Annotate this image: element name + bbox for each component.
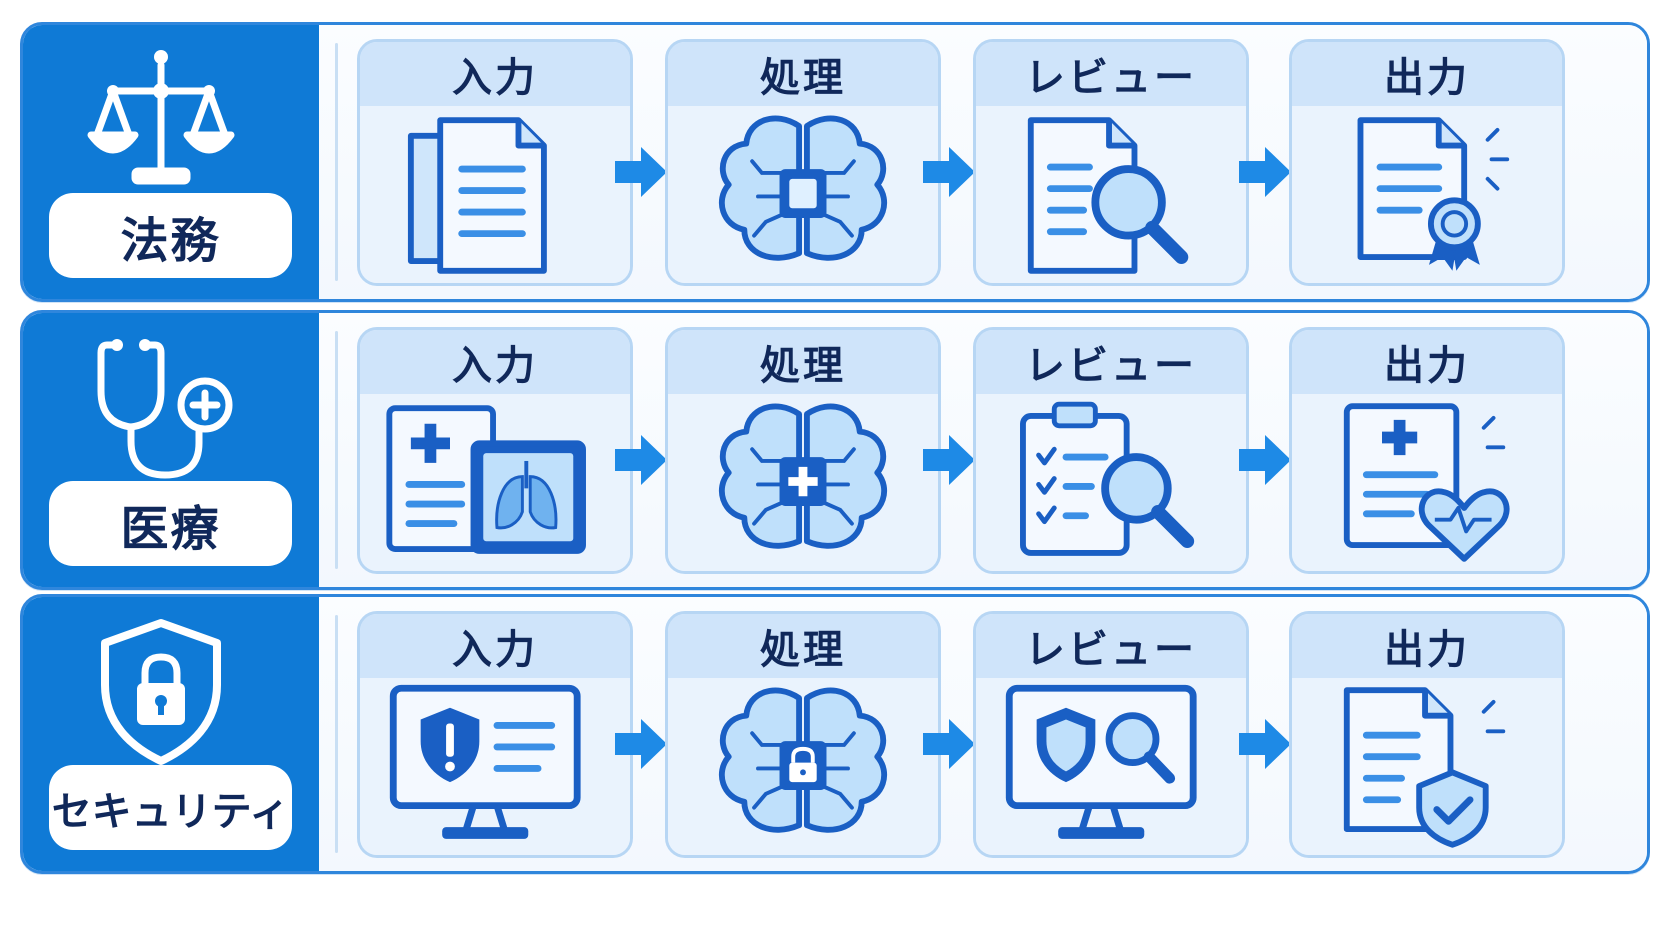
workflow-row-security: セキュリティ 入力 <box>20 594 1650 874</box>
step-title: 処理 <box>668 330 938 394</box>
step-title: 処理 <box>668 42 938 106</box>
step-card-input: 入力 <box>357 39 633 286</box>
step-track: 入力 処理 <box>319 597 1647 871</box>
track-divider <box>335 331 338 569</box>
step-title: 入力 <box>360 42 630 106</box>
workflow-row-medical: 医療 入力 <box>20 310 1650 590</box>
arrow-right-icon <box>615 719 667 769</box>
step-title: レビュー <box>976 614 1246 678</box>
step-body <box>976 394 1246 571</box>
step-body <box>360 106 630 283</box>
arrow-right-icon <box>1239 147 1291 197</box>
documents-icon <box>407 117 547 274</box>
monitor-shield-scan-icon <box>1005 684 1197 839</box>
track-divider <box>335 615 338 853</box>
stethoscope-icon <box>97 339 233 479</box>
step-title: レビュー <box>976 330 1246 394</box>
clipboard-magnifier-icon <box>1020 401 1195 556</box>
step-body <box>668 394 938 571</box>
domain-panel-security: セキュリティ <box>23 597 319 871</box>
step-card-review: レビュー <box>973 39 1249 286</box>
step-body <box>360 678 630 855</box>
step-body <box>976 678 1246 855</box>
document-shield-check-icon <box>1343 687 1506 848</box>
document-magnifier-icon <box>1027 117 1189 274</box>
workflow-row-legal: 法務 入力 <box>20 22 1650 302</box>
arrow-right-icon <box>615 147 667 197</box>
step-card-input: 入力 <box>357 611 633 858</box>
step-card-processing: 処理 <box>665 327 941 574</box>
arrow-right-icon <box>923 147 975 197</box>
domain-panel-medical: 医療 <box>23 313 319 587</box>
domain-label: 法務 <box>49 193 292 278</box>
track-divider <box>335 43 338 281</box>
step-title: レビュー <box>976 42 1246 106</box>
arrow-right-icon <box>615 435 667 485</box>
step-title: 入力 <box>360 330 630 394</box>
medical-report-heart-icon <box>1343 403 1510 562</box>
arrow-right-icon <box>923 435 975 485</box>
step-card-output: 出力 <box>1289 611 1565 858</box>
arrow-right-icon <box>1239 435 1291 485</box>
step-card-output: 出力 <box>1289 39 1565 286</box>
domain-panel-legal: 法務 <box>23 25 319 299</box>
step-body <box>668 106 938 283</box>
step-track: 入力 <box>319 313 1647 587</box>
step-card-output: 出力 <box>1289 327 1565 574</box>
step-title: 出力 <box>1292 330 1562 394</box>
step-body <box>1292 678 1562 855</box>
brain-chip-icon <box>718 115 888 261</box>
step-title: 出力 <box>1292 42 1562 106</box>
step-title: 出力 <box>1292 614 1562 678</box>
shield-lock-icon <box>101 619 221 765</box>
step-body <box>668 678 938 855</box>
certificate-icon <box>1357 117 1510 271</box>
scales-icon <box>87 50 235 185</box>
arrow-right-icon <box>923 719 975 769</box>
step-body <box>976 106 1246 283</box>
brain-medical-icon <box>718 403 888 549</box>
step-card-review: レビュー <box>973 611 1249 858</box>
step-title: 入力 <box>360 614 630 678</box>
domain-label: 医療 <box>49 481 292 566</box>
step-card-review: レビュー <box>973 327 1249 574</box>
domain-label: セキュリティ <box>49 765 292 850</box>
medical-record-xray-icon <box>386 405 586 554</box>
step-track: 入力 <box>319 25 1647 299</box>
brain-lock-icon <box>718 687 888 833</box>
monitor-alert-icon <box>389 684 581 839</box>
step-title: 処理 <box>668 614 938 678</box>
step-body <box>360 394 630 571</box>
step-card-input: 入力 <box>357 327 633 574</box>
step-body <box>1292 394 1562 571</box>
step-card-processing: 処理 <box>665 39 941 286</box>
arrow-right-icon <box>1239 719 1291 769</box>
step-card-processing: 処理 <box>665 611 941 858</box>
step-body <box>1292 106 1562 283</box>
